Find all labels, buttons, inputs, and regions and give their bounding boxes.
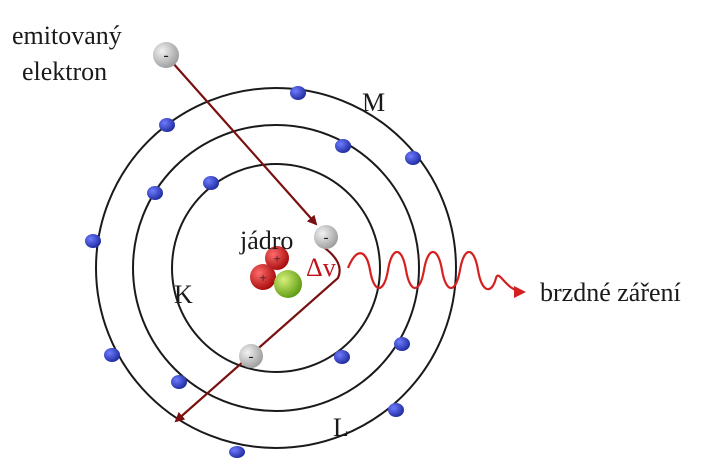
emitted-electron: - [153, 42, 179, 68]
orbit-l [132, 124, 420, 412]
incoming-path-arrow [171, 61, 318, 226]
electron-dot-icon [388, 403, 404, 417]
electron-trajectory [171, 61, 341, 423]
proton-icon [250, 264, 276, 290]
proton-icon [265, 246, 289, 270]
emitted-electron-label-line2: elektron [22, 57, 107, 86]
near-electron-sign: - [324, 230, 329, 246]
electron-dot-icon [147, 186, 163, 200]
electron-dot-icon [104, 348, 120, 362]
electron-dot-icon [171, 375, 187, 389]
proton-sign: + [259, 270, 266, 285]
electron-dot-icon [334, 350, 350, 364]
free-electron-icon [153, 42, 179, 68]
free-electron-icon [314, 225, 338, 249]
proton-sign: + [273, 251, 280, 266]
deflected-electron-sign: - [249, 349, 254, 365]
orbits [95, 87, 457, 449]
electron-dot-icon [405, 151, 421, 165]
electron-dot-icon [229, 446, 245, 458]
emitted-electron-sign: - [163, 47, 168, 64]
neutron-icon [274, 270, 302, 298]
nucleus: + + [250, 246, 302, 298]
electron-dot-icon [290, 86, 306, 100]
orbital-electrons [85, 86, 421, 458]
electron-dot-icon [335, 139, 351, 153]
shell-m-label: M [362, 88, 385, 117]
shell-l-label: L [333, 413, 349, 442]
deflected-electron: - [239, 344, 263, 368]
nucleus-label: jádro [239, 226, 293, 255]
orbit-m [95, 87, 457, 449]
orbit-k [171, 163, 381, 373]
near-electron: - [314, 225, 338, 249]
shell-k-label: K [174, 280, 193, 309]
electron-dot-icon [203, 176, 219, 190]
electron-dot-icon [394, 337, 410, 351]
delta-v-label: Δv [306, 253, 336, 282]
electron-dot-icon [159, 118, 175, 132]
deflected-path-arrow [174, 245, 341, 423]
free-electron-icon [239, 344, 263, 368]
bremsstrahlung-label: brzdné záření [540, 278, 681, 307]
electron-dot-icon [85, 234, 101, 248]
emitted-electron-label-line1: emitovaný [12, 21, 122, 50]
bremsstrahlung-wave-arrow [346, 250, 526, 298]
